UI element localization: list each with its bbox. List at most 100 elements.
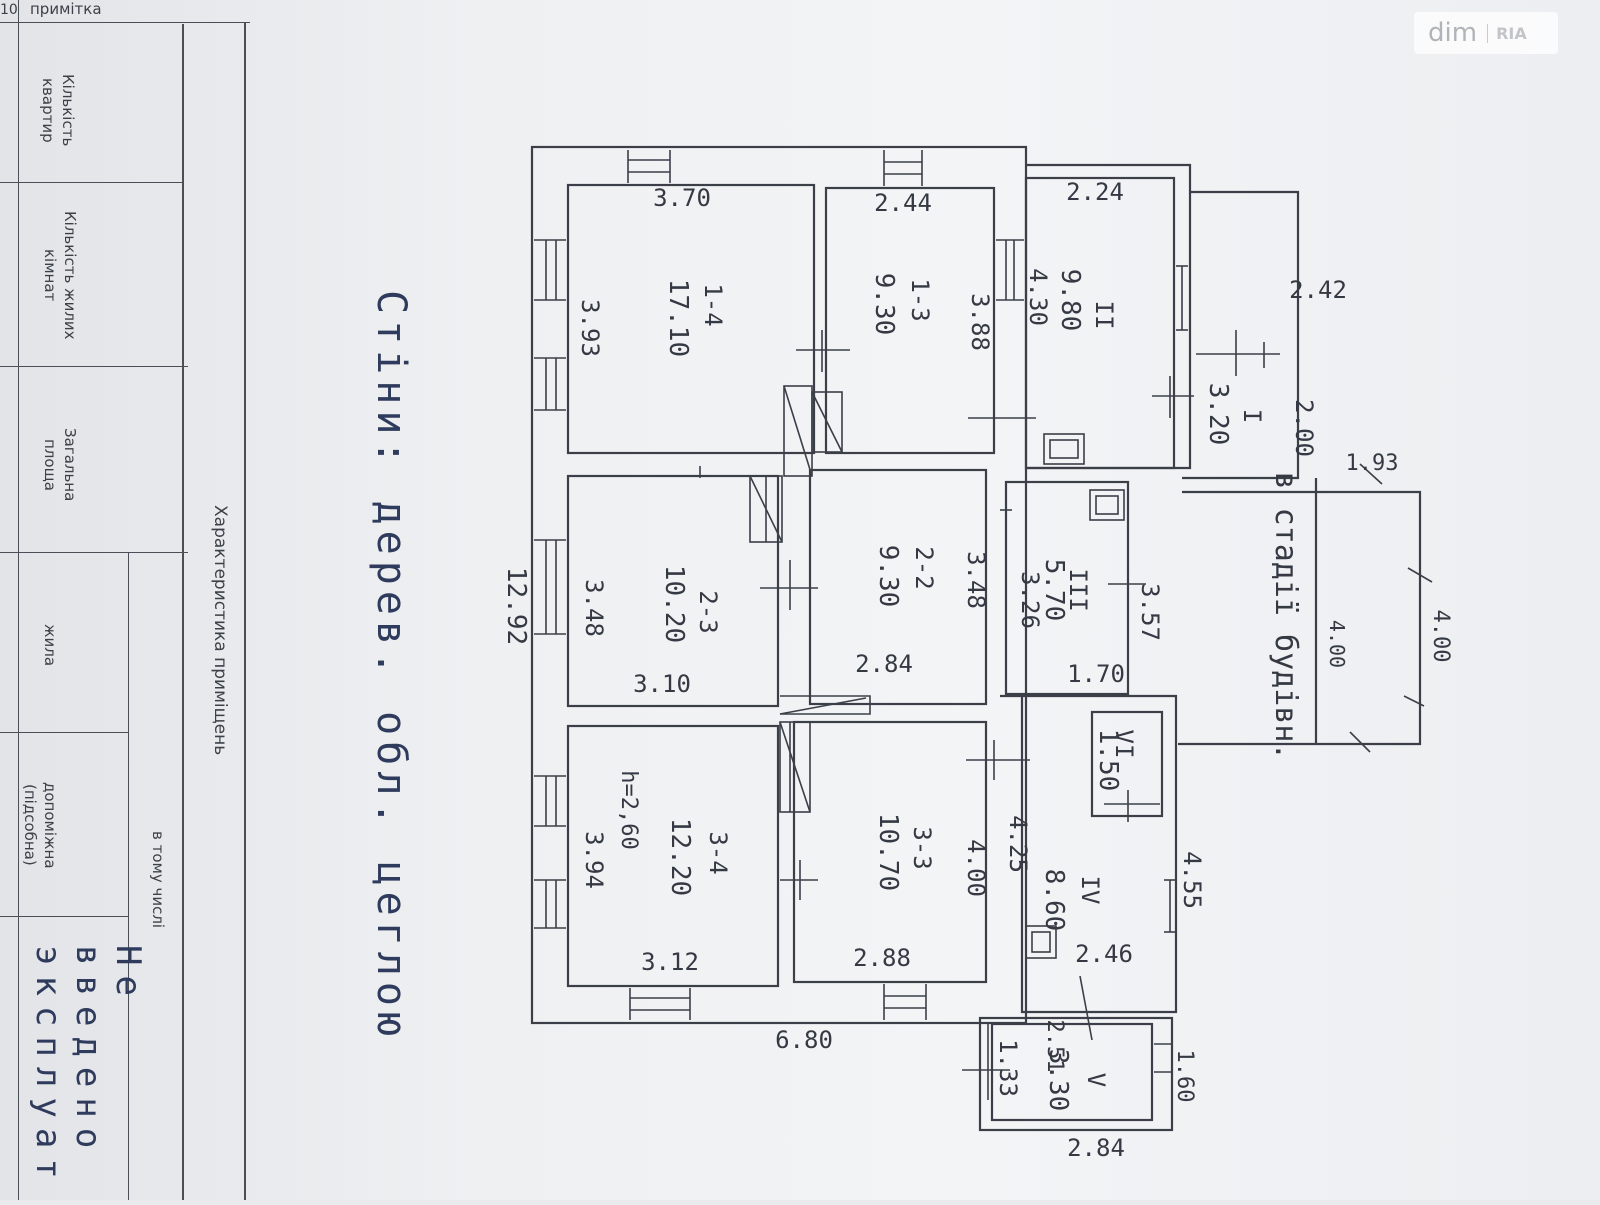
room-id-II: II <box>1090 301 1118 330</box>
bottom-note-line1: Не введено <box>68 945 148 1159</box>
room-height-I: 2.00 <box>1290 399 1318 457</box>
room-width-III: 1.70 <box>1067 660 1125 688</box>
note-header: примітка <box>30 0 102 18</box>
plan-partition-marks <box>699 330 1433 1071</box>
room-height-1-4: 3.93 <box>576 299 604 357</box>
watermark-logo: RIA <box>1487 23 1527 43</box>
col-living: жила <box>41 623 59 667</box>
room-height-V: 1.33 <box>994 1039 1022 1097</box>
room-outline-II-inner <box>1024 176 1176 470</box>
stove-icon <box>1095 495 1119 515</box>
room-id-VI: VI <box>1110 730 1138 759</box>
room-width-I: 2.42 <box>1289 276 1347 304</box>
door-swing <box>779 721 811 813</box>
partition-tick <box>1403 695 1425 707</box>
partition-tick <box>1349 731 1371 753</box>
section-title: Характеристика приміщень <box>210 504 230 756</box>
stove-icon <box>1043 433 1085 465</box>
plan-windows <box>534 150 1188 1100</box>
col-apartments: Кількість квартир <box>39 73 77 147</box>
room-outline-2-2 <box>808 468 988 706</box>
col-rooms: Кількість жилих кімнат <box>41 210 79 340</box>
door-block <box>780 695 871 715</box>
room-width-2-3: 3.10 <box>633 670 691 698</box>
room-area-III: 5.70 <box>1039 559 1069 622</box>
room-outline-2-3 <box>566 474 780 708</box>
watermark-text: dim <box>1428 18 1478 48</box>
plan-stoves <box>1025 433 1125 959</box>
col-auxiliary: допоміжна (підсобна) <box>21 781 59 869</box>
partition-tick <box>1359 463 1383 485</box>
room-id-1-3: 1-3 <box>906 278 934 321</box>
dim-ext-400b: 4.00 <box>1428 610 1453 663</box>
dim-side-160: 1.60 <box>1172 1050 1197 1103</box>
dim-overall-width: 12.92 <box>501 567 531 645</box>
table-row-line <box>0 366 188 367</box>
col-including: в тому числі <box>149 831 167 929</box>
room-id-1-4: 1-4 <box>699 283 727 326</box>
room-area-3-4: 12.20 <box>665 818 695 896</box>
door-swing <box>811 391 843 453</box>
room-area-2-2: 9.30 <box>873 545 903 608</box>
table-row-line <box>0 732 128 733</box>
construction-note: в стадії будівн. <box>1268 472 1303 761</box>
table-row-line <box>0 182 184 183</box>
room-outline-I <box>1182 190 1300 480</box>
table-row-line <box>0 916 128 917</box>
room-outline-VI <box>1090 710 1164 818</box>
col-total-area: Загальна площа <box>41 428 79 502</box>
plan-doors <box>749 385 871 813</box>
dim-side-357: 3.57 <box>1136 583 1164 641</box>
room-height-1-3: 3.88 <box>966 293 994 351</box>
walls-note: Стіни: дерев. обл. цеглою <box>368 290 414 1043</box>
room-id-2-3: 2-3 <box>694 590 722 633</box>
room-outline-V <box>978 1016 1174 1132</box>
stove-icon <box>1031 931 1051 953</box>
room-height-IV: 4.25 <box>1004 815 1032 873</box>
door-block <box>811 391 843 453</box>
table-row-line <box>0 552 188 553</box>
room-id-I: I <box>1238 409 1266 423</box>
door-swing <box>783 385 813 477</box>
partition-tick <box>1407 567 1433 583</box>
table-top-line <box>0 22 250 23</box>
room-width-II: 2.24 <box>1066 178 1124 206</box>
construction-outline <box>1178 490 1422 746</box>
room-width-1-4: 3.70 <box>653 184 711 212</box>
room-outline-IV <box>1000 694 1178 1014</box>
room-id-3-3: 3-3 <box>908 826 936 869</box>
room-area-V: 3.30 <box>1043 1049 1073 1112</box>
room-id-V: V <box>1082 1073 1110 1087</box>
room-area-I: 3.20 <box>1203 383 1233 446</box>
dim-ext-193: 1.93 <box>1346 451 1399 476</box>
door-swing <box>779 697 867 715</box>
outer-wall <box>530 145 1028 1025</box>
room-area-II: 9.80 <box>1055 269 1085 332</box>
bottom-note-line2: в эксплуат <box>28 945 108 1189</box>
room-area-2-3: 10.20 <box>659 565 689 643</box>
room-area-IV: 8.60 <box>1039 869 1069 932</box>
room-height-III: 3.26 <box>1016 571 1044 629</box>
stove-icon <box>1089 489 1125 521</box>
room-id-2-2: 2-2 <box>910 546 938 589</box>
room-height-3-3: 4.00 <box>962 839 990 897</box>
room-width-V: 2.84 <box>1067 1134 1125 1162</box>
room-outline-V-inner <box>990 1022 1154 1122</box>
room-height-II: 4.30 <box>1024 268 1052 326</box>
room-outline-3-3 <box>792 720 988 984</box>
room-outline-1-4 <box>566 183 816 455</box>
room-area-1-4: 17.10 <box>663 279 693 357</box>
room-outline-3-4 <box>566 724 780 988</box>
dim-v-251: 2.51 <box>1042 1020 1067 1073</box>
stove-icon <box>1049 439 1079 459</box>
room-width-IV: 2.46 <box>1075 940 1133 968</box>
room-height-2-2: 3.48 <box>962 551 990 609</box>
plan-walls <box>530 145 1422 1132</box>
room-width-3-3: 2.88 <box>853 944 911 972</box>
table-edge-line <box>18 0 19 1200</box>
partition-tick <box>1079 975 1093 1041</box>
dim-ext-400a: 4.00 <box>1325 620 1349 668</box>
